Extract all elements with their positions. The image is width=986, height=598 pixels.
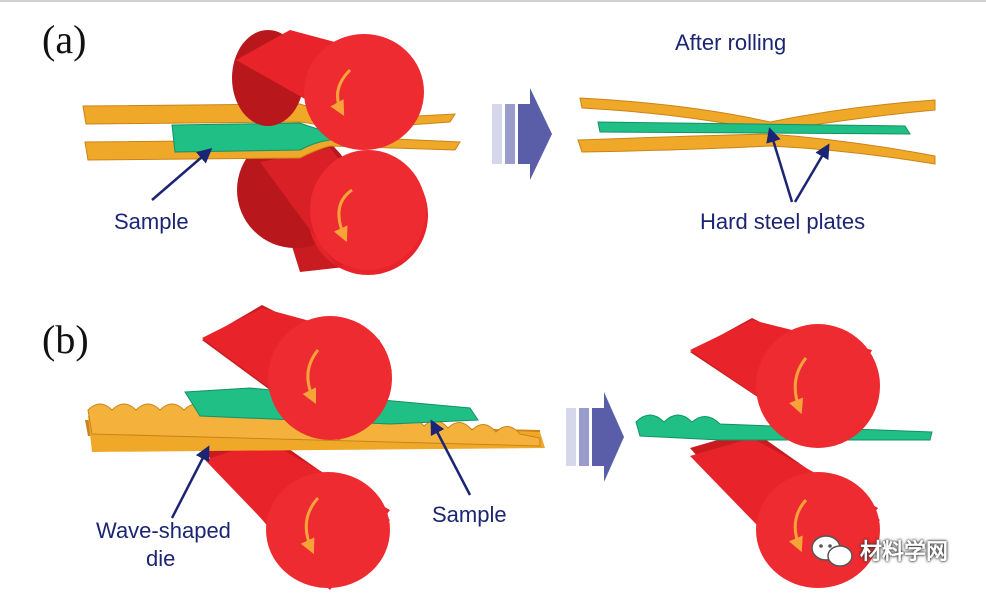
- steel-plate-top-after: [579, 97, 936, 133]
- hard-steel-plates-label: Hard steel plates: [700, 209, 866, 234]
- wechat-icon: [811, 535, 853, 567]
- bottom-roller-b: [205, 430, 390, 590]
- top-border: [0, 0, 986, 2]
- watermark-text: 材料学网: [860, 540, 949, 565]
- panel-a-before-rolling: [82, 30, 461, 275]
- sample-label-b: Sample: [432, 502, 507, 527]
- sample-after: [597, 121, 911, 135]
- sample-pointer-b: [430, 419, 472, 496]
- bottom-roller-a: [237, 132, 428, 275]
- rotation-icon: [333, 188, 353, 243]
- steel-plate-bottom-after: [577, 133, 936, 165]
- after-rolling-label: After rolling: [675, 30, 787, 55]
- panel-b-before-rolling: [85, 305, 545, 590]
- top-roller-b-after: [690, 318, 880, 448]
- sample-label-a: Sample: [114, 209, 189, 234]
- rotation-icon: [330, 68, 352, 116]
- sample-pointer-a: [151, 148, 213, 201]
- rotation-icon: [300, 496, 320, 555]
- top-roller-b: [202, 305, 392, 440]
- plate-pointer-2: [793, 143, 830, 203]
- right-block-arrow-icon: [492, 88, 552, 180]
- bottom-roller-b-after: [690, 430, 880, 588]
- rotation-icon: [789, 357, 808, 415]
- plate-pointer-1: [766, 127, 794, 203]
- rotation-icon: [302, 349, 320, 405]
- panel-label-a: (a): [42, 17, 87, 62]
- panel-a-after-rolling: [577, 97, 936, 203]
- top-roller-a: [232, 30, 424, 150]
- rotation-icon: [788, 498, 808, 553]
- panel-label-b: (b): [42, 317, 89, 362]
- wave-shaped-label-line1: Wave-shaped: [96, 518, 231, 543]
- right-block-arrow-icon: [566, 392, 624, 482]
- sample-a: [171, 122, 331, 153]
- wave-shaped-label-line2: die: [146, 546, 176, 571]
- die-pointer: [170, 445, 210, 519]
